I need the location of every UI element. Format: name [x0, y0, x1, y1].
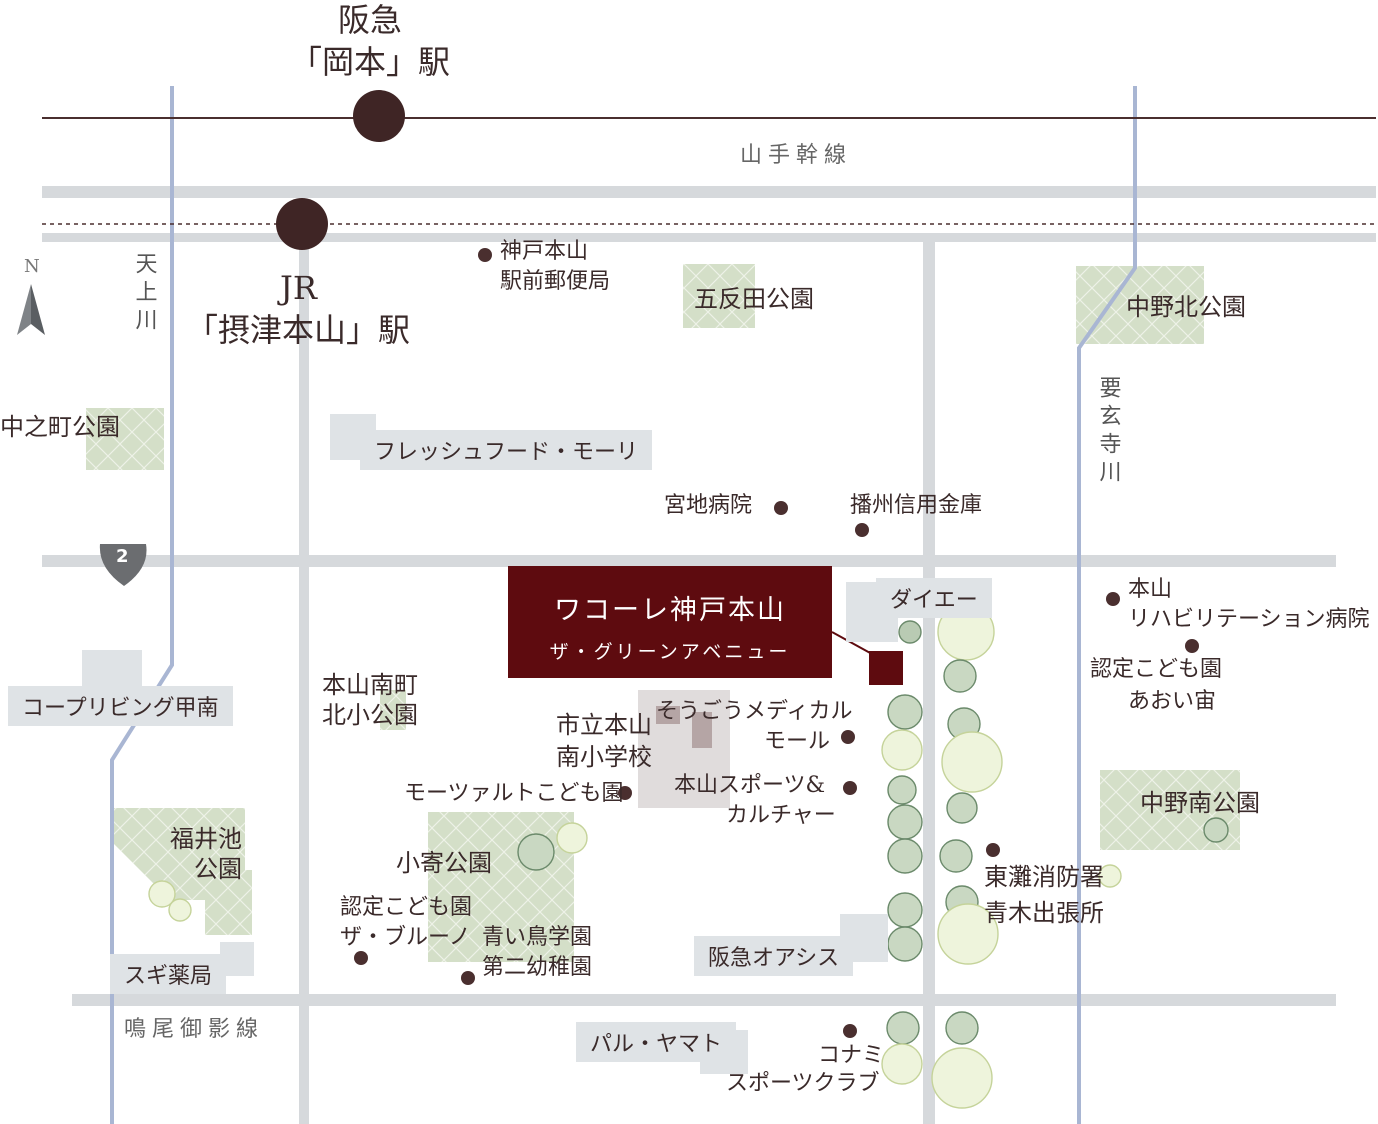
- park-gotanda: [683, 264, 755, 328]
- property-leader-line: [831, 631, 873, 655]
- poi-label-school-2: 南小学校: [556, 743, 652, 771]
- park-label-nakanocho: 中之町公園: [0, 413, 120, 441]
- poi-label-rehab-1: 本山: [1128, 577, 1173, 602]
- road-jr-lower: [42, 233, 1376, 242]
- school-ground: [638, 690, 730, 808]
- river-yogenji: [1077, 86, 1137, 1124]
- poi-label-konami-1: コナミ: [818, 1043, 885, 1068]
- road-label-yamate: 山手幹線: [740, 143, 853, 168]
- compass-label: N: [24, 256, 40, 277]
- poi-label-post-office-2: 駅前郵便局: [500, 269, 611, 294]
- tag-coop-living: コープリビング甲南: [8, 686, 233, 726]
- tag-sugi-pharmacy: スギ薬局: [110, 954, 227, 994]
- road-yamate: [42, 186, 1376, 198]
- jr-label-line1: JR: [280, 269, 317, 307]
- poi-label-bruno-2: ザ・ブルーノ: [340, 925, 471, 950]
- north-arrow-icon: [17, 284, 31, 335]
- road-label-naruo: 鳴尾御影線: [124, 1017, 265, 1042]
- park-nakano-kita: [1076, 266, 1204, 344]
- park-koyose: [428, 812, 574, 962]
- park-nakanocho: [86, 408, 164, 470]
- poi-dot-aoitori: [461, 971, 475, 985]
- school-building: [656, 706, 680, 724]
- poi-dot-aoi: [1185, 639, 1199, 653]
- jr-label-line2: 「摂津本山」駅: [186, 311, 411, 349]
- tag-fresh-food-mori: フレッシュフード・モーリ: [360, 430, 653, 470]
- road-west: [299, 240, 309, 1124]
- park-label-fukuiike-2: 公園: [194, 855, 242, 883]
- poi-dot-sports: [843, 781, 857, 795]
- poi-label-aoitori-2: 第二幼稚園: [482, 955, 593, 980]
- poi-label-fire-1: 東灘消防署: [984, 863, 1104, 891]
- tag-hankyu-oasis: 阪急オアシス: [694, 936, 854, 976]
- poi-label-aoi-1: 認定こども園: [1090, 657, 1223, 682]
- north-arrow-icon-shade: [31, 284, 45, 335]
- poi-dot-banshu: [855, 523, 869, 537]
- park-label-nakano-kita: 中野北公園: [1126, 293, 1246, 321]
- poi-label-sports-2: カルチャー: [726, 803, 836, 828]
- poi-label-post-office-1: 神戸本山: [500, 239, 589, 264]
- poi-label-konami-2: スポーツクラブ: [726, 1071, 880, 1096]
- poi-label-school-1: 市立本山: [556, 711, 652, 739]
- station-hankyu-okamoto: [353, 90, 405, 142]
- road-naruo: [72, 994, 1336, 1006]
- poi-label-rehab-2: リハビリテーション病院: [1128, 607, 1370, 632]
- tree-row: [148, 603, 1229, 1109]
- poi-label-sports-1: 本山スポーツ&: [674, 773, 826, 798]
- station-jr-settsu-motoyama: [276, 198, 328, 250]
- property-subname: ザ・グリーンアベニュー: [549, 641, 791, 663]
- road-route2: [42, 555, 1336, 567]
- poi-dot-rehab: [1106, 592, 1120, 606]
- route2-shield: [99, 544, 147, 586]
- park-label-koyose: 小寄公園: [396, 849, 492, 877]
- poi-dot-fire: [986, 843, 1000, 857]
- tag-daiei: ダイエー: [876, 578, 992, 618]
- property-name: ワコーレ神戸本山: [554, 595, 786, 626]
- park-motoyama-minami: [380, 690, 406, 730]
- park-label-fukuiike-1: 福井池: [170, 825, 242, 853]
- river-label-tenjo: 天上川: [131, 252, 157, 336]
- poi-label-fire-2: 青木出張所: [984, 899, 1104, 927]
- poi-label-aoi-2: あおい宙: [1128, 689, 1217, 714]
- poi-label-banshu: 播州信用金庫: [850, 493, 983, 518]
- poi-dot-post-office: [478, 248, 492, 262]
- poi-label-mozart: モーツァルトこども園: [404, 781, 624, 806]
- tag-pal-yamato: パル・ヤマト: [576, 1022, 737, 1062]
- hankyu-label-line2: 「岡本」駅: [290, 43, 451, 81]
- poi-label-aoitori-1: 青い鳥学園: [482, 925, 593, 950]
- poi-dot-mozart: [618, 786, 632, 800]
- river-label-yogenji: 要玄寺川: [1095, 376, 1121, 488]
- school-building: [692, 712, 712, 748]
- park-label-nakano-minami: 中野南公園: [1140, 789, 1260, 817]
- poi-dot-miyachi: [774, 501, 788, 515]
- building-shade: [82, 650, 142, 692]
- property-location-marker: [869, 651, 903, 685]
- road-east: [923, 240, 935, 1124]
- hankyu-label-line1: 阪急: [338, 1, 403, 39]
- poi-label-bruno-1: 認定こども園: [340, 895, 473, 920]
- poi-dot-bruno: [354, 951, 368, 965]
- park-label-motoyama-minami-1: 本山南町: [322, 671, 418, 699]
- route2-label: 2: [116, 546, 129, 567]
- park-fukuiike: [110, 808, 252, 935]
- park-label-gotanda: 五反田公園: [694, 285, 814, 313]
- poi-label-sougou-1: そうごうメディカル: [656, 699, 853, 724]
- park-label-motoyama-minami-2: 北小公園: [322, 701, 418, 729]
- poi-dot-konami: [843, 1024, 857, 1038]
- property-label-box: ワコーレ神戸本山 ザ・グリーンアベニュー: [508, 566, 832, 678]
- poi-dot-sougou: [841, 730, 855, 744]
- poi-label-miyachi: 宮地病院: [664, 493, 753, 518]
- poi-label-sougou-2: モール: [764, 729, 831, 754]
